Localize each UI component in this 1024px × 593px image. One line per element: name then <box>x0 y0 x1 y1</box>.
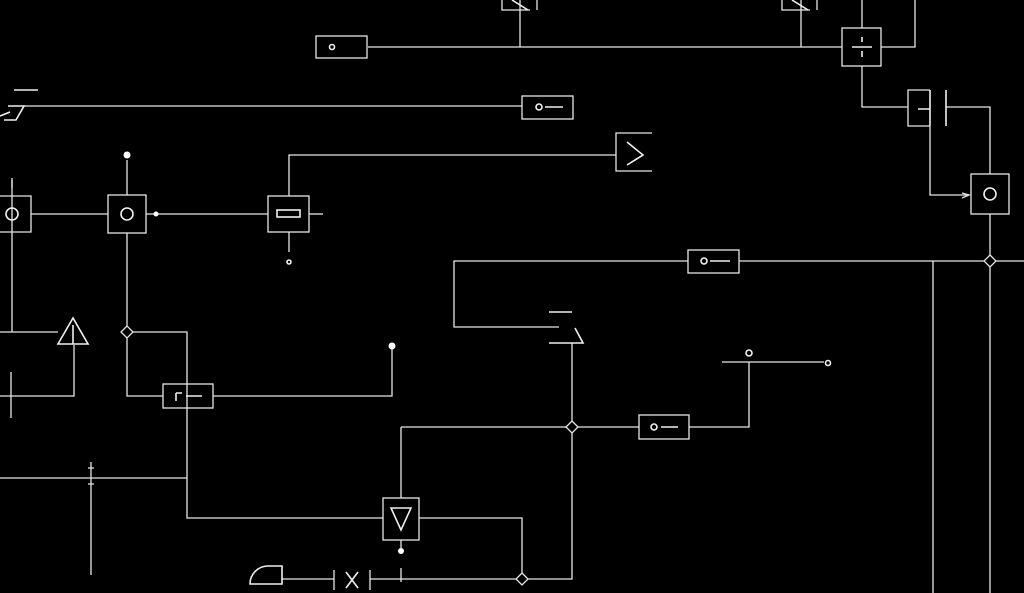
terminal-ring <box>745 349 753 357</box>
circle-node-icon <box>5 207 19 221</box>
wire <box>689 362 750 428</box>
junction <box>983 254 997 268</box>
resistor-icon <box>328 43 336 51</box>
terminal-dot <box>398 548 404 554</box>
wire <box>528 433 573 580</box>
switch-top-left <box>0 89 38 121</box>
junction <box>565 420 579 434</box>
wire <box>288 154 616 196</box>
resistor-icon <box>175 392 202 401</box>
resistor-center-left <box>267 195 310 233</box>
terminal-ring <box>824 359 832 367</box>
arrow-icon <box>511 0 529 11</box>
capacitor-icon <box>918 90 947 126</box>
circle-node-icon <box>983 187 997 201</box>
wire <box>0 345 75 397</box>
junction <box>515 572 529 586</box>
tick-mark <box>88 467 94 485</box>
resistor-icon <box>276 209 301 218</box>
wire <box>126 338 163 397</box>
angle-box-top <box>615 132 652 172</box>
resistor-bottom-mid <box>638 414 690 440</box>
wire <box>213 348 393 397</box>
resistor-top-left <box>315 35 368 59</box>
circle-node-icon <box>120 207 134 221</box>
switch-center <box>549 311 585 344</box>
resistor-mid-top <box>521 95 574 120</box>
resistor-bottom-left <box>162 383 214 409</box>
angle-icon <box>626 141 645 166</box>
triangle-bottom <box>382 497 420 541</box>
wire <box>929 126 969 196</box>
wire <box>133 331 383 519</box>
resistor-icon <box>535 103 543 111</box>
resistor-icon <box>700 257 708 265</box>
switch-icon <box>4 105 26 121</box>
terminal-dot <box>153 211 159 217</box>
triangle-down-icon <box>389 507 413 532</box>
capacitor-right <box>907 89 947 127</box>
terminal-ring <box>286 259 292 265</box>
switch-icon <box>549 327 585 344</box>
wire <box>453 260 688 328</box>
resistor-icon <box>650 423 658 431</box>
resistor-mid-right <box>687 249 740 274</box>
junction <box>120 325 134 339</box>
arrow-icon <box>791 0 809 11</box>
switch-icon <box>852 37 872 57</box>
triangle-left <box>56 316 90 345</box>
top-partial-box-left <box>501 0 538 11</box>
wire <box>881 0 916 48</box>
wire <box>946 106 991 174</box>
top-partial-box-right <box>781 0 818 11</box>
arc-bottom <box>249 565 283 585</box>
circle-node-left-b <box>107 194 147 234</box>
switch-top-right <box>841 27 882 67</box>
cross-icon <box>345 571 359 589</box>
circle-node-left-a <box>0 195 32 233</box>
circle-node-right <box>970 173 1010 215</box>
arc-icon <box>249 565 283 585</box>
arrow-icon <box>961 192 971 199</box>
terminal-dot <box>388 342 396 350</box>
wire <box>861 66 908 108</box>
terminal-dot <box>123 151 131 159</box>
cross-bottom <box>333 570 371 590</box>
wire <box>419 517 523 573</box>
